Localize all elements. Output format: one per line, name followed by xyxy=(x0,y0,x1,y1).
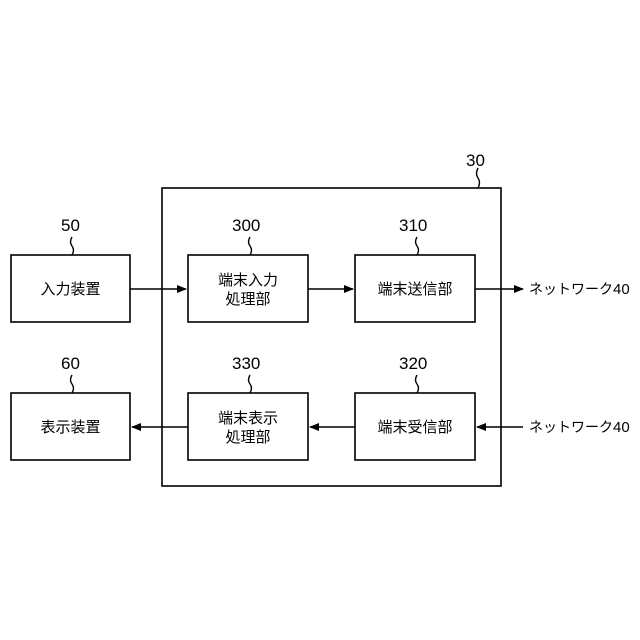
terminal-display-label-line2: 処理部 xyxy=(225,428,270,446)
display-device-label: 表示装置 xyxy=(40,418,100,436)
terminal-frame-leader xyxy=(477,168,480,188)
terminal-display-leader xyxy=(249,375,252,393)
terminal-receive-leader xyxy=(416,375,419,393)
terminal-input-label-line1: 端末入力 xyxy=(218,271,278,289)
terminal-input-leader xyxy=(249,237,252,255)
network-out-text: ネットワーク xyxy=(529,282,613,298)
display-device-ref: 60 xyxy=(61,354,80,373)
terminal-send-ref: 310 xyxy=(399,216,427,235)
terminal-display-ref: 330 xyxy=(232,354,260,373)
network-out-ref: 40 xyxy=(613,281,630,298)
terminal-receive-label: 端末受信部 xyxy=(377,418,452,436)
network-in-text: ネットワーク xyxy=(529,420,613,436)
terminal-receive-ref: 320 xyxy=(399,354,427,373)
terminal-input-ref: 300 xyxy=(232,216,260,235)
input-device-leader xyxy=(71,237,74,255)
terminal-input-label-line2: 処理部 xyxy=(225,290,270,308)
terminal-send-leader xyxy=(416,237,419,255)
input-device-ref: 50 xyxy=(61,216,80,235)
input-device-label: 入力装置 xyxy=(40,280,100,298)
terminal-display-label-line1: 端末表示 xyxy=(218,409,278,427)
network-in-label: ネットワーク40 xyxy=(529,419,630,436)
network-out-label: ネットワーク40 xyxy=(529,281,630,298)
display-device-leader xyxy=(71,375,74,393)
network-in-ref: 40 xyxy=(613,419,630,436)
terminal-send-label: 端末送信部 xyxy=(377,280,452,298)
terminal-frame-ref: 30 xyxy=(466,151,485,170)
